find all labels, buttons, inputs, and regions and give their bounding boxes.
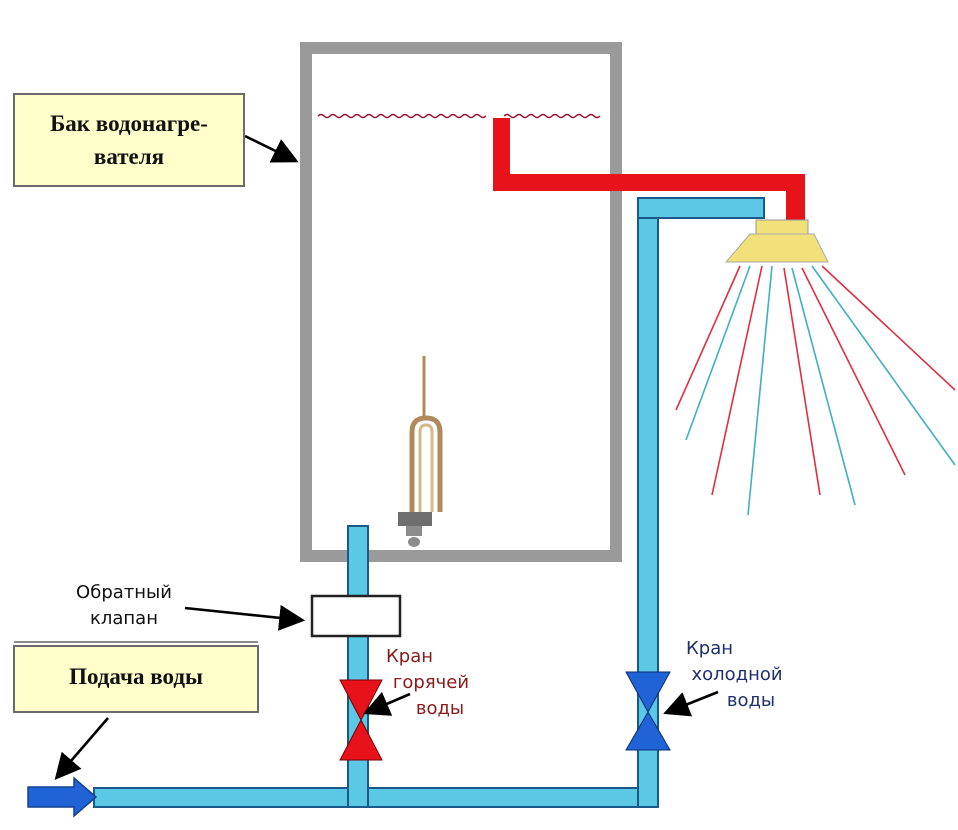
cold-tap-label-line2: холодной xyxy=(691,664,783,685)
hot-tap-valve xyxy=(339,679,383,761)
tank-pointer-arrow xyxy=(244,134,299,163)
hot-tap-pointer-arrow xyxy=(363,691,411,716)
check-valve-label: Обратный клапан xyxy=(54,580,194,632)
cold-tap-pointer-arrow xyxy=(663,690,719,717)
hot-tap-label: Кран горячей воды xyxy=(376,644,486,722)
check-valve-pointer-arrow xyxy=(184,604,306,631)
water-supply-label: Подача воды xyxy=(13,645,259,713)
water-level-line xyxy=(317,113,601,119)
water-inlet-arrow xyxy=(27,776,98,818)
water-spray xyxy=(675,265,956,516)
cold-tap-label-line3: воды xyxy=(726,690,776,711)
hot-tap-label-line2: горячей xyxy=(392,672,470,693)
shower-head xyxy=(724,219,829,263)
supply-pointer-arrow xyxy=(54,717,109,780)
cold-tap-valve xyxy=(625,671,671,751)
water-heater-tank xyxy=(300,42,622,562)
hot-tap-label-line3: воды xyxy=(415,698,465,719)
tank-label: Бак водонагре- вателя xyxy=(13,93,245,187)
tank-label-line2: вателя xyxy=(93,144,165,169)
check-valve-label-line2: клапан xyxy=(90,608,158,629)
cold-tap-label: Кран холодной воды xyxy=(678,636,796,714)
check-valve xyxy=(310,594,402,638)
cold-tap-label-line1: Кран xyxy=(686,638,734,659)
tank-label-line1: Бак водонагре- xyxy=(50,111,208,136)
water-supply-text: Подача воды xyxy=(69,664,203,689)
hot-tap-label-line1: Кран xyxy=(386,646,434,667)
check-valve-label-line1: Обратный xyxy=(76,582,172,603)
heating-element xyxy=(398,356,443,547)
